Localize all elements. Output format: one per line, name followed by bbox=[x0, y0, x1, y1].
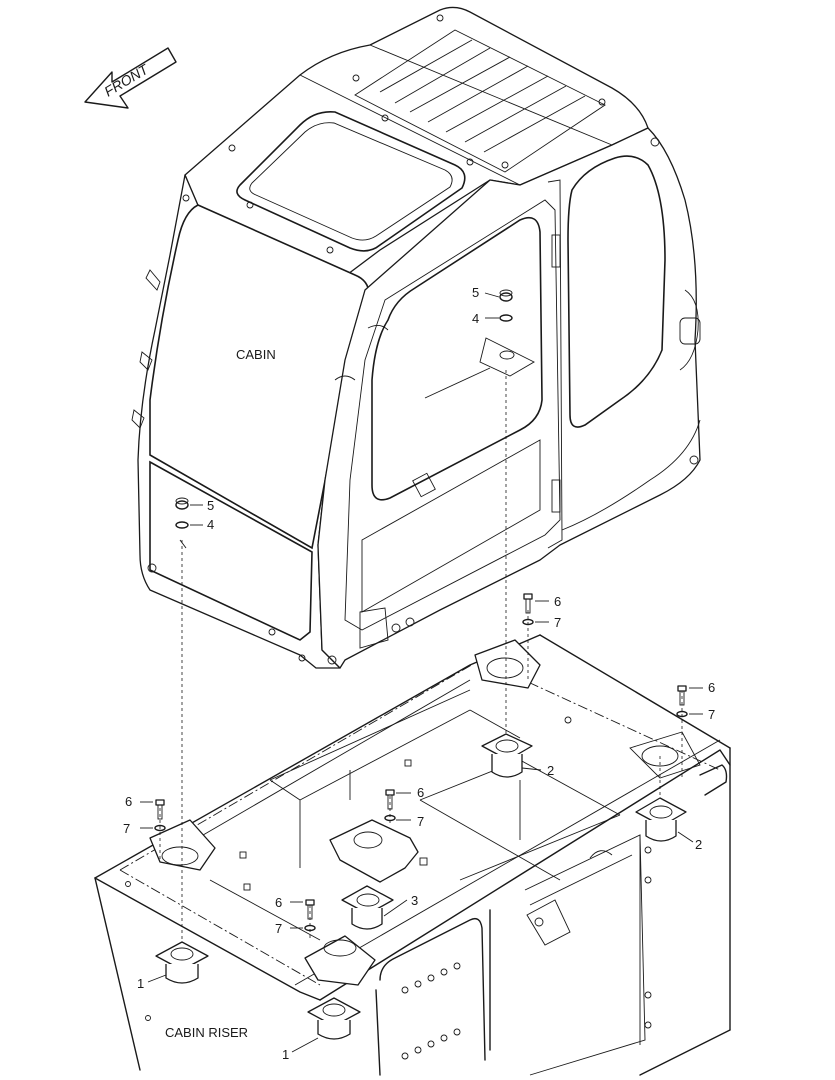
side-door bbox=[344, 199, 561, 649]
item-callouts: 5 4 5 4 6 7 6 7 2 6 7 6 7 2 6 7 3 1 1 bbox=[123, 285, 715, 1062]
callout-6-rear: 6 bbox=[554, 594, 561, 609]
callout-1-front: 1 bbox=[282, 1047, 289, 1062]
riser-pad-front bbox=[304, 935, 376, 986]
callout-3-center: 3 bbox=[411, 893, 418, 908]
cabin-riser bbox=[94, 634, 731, 1076]
leader-lines bbox=[140, 600, 703, 1053]
roof-slats bbox=[354, 29, 606, 173]
callout-2-rear: 2 bbox=[547, 763, 554, 778]
front-arrow-label: FRONT bbox=[101, 60, 152, 99]
mount-1-front bbox=[307, 997, 361, 1040]
mount-2-rear bbox=[481, 733, 533, 778]
mount-1-left bbox=[155, 941, 209, 984]
roof-skylight bbox=[236, 110, 466, 252]
riser-center-bracket bbox=[329, 819, 419, 883]
bolt-washer-set-a bbox=[522, 593, 534, 626]
callout-6-center: 6 bbox=[417, 785, 424, 800]
callout-7-center: 7 bbox=[417, 814, 424, 829]
cabin-mount-hardware-right bbox=[424, 289, 535, 399]
cabin-riser-label: CABIN RISER bbox=[165, 1025, 248, 1040]
riser-pad-front-left bbox=[149, 819, 216, 871]
lower-front-window bbox=[149, 460, 313, 641]
handrails bbox=[375, 764, 728, 1076]
bolt-washer-set-b bbox=[676, 685, 688, 718]
cabin-mount-hardware-left bbox=[175, 497, 203, 549]
roof-fasteners bbox=[182, 14, 606, 254]
bolt-washer-set-d bbox=[384, 789, 396, 822]
callout-7-front: 7 bbox=[275, 921, 282, 936]
riser-pad-right bbox=[629, 731, 701, 779]
callout-1-left: 1 bbox=[137, 976, 144, 991]
cabin bbox=[131, 6, 701, 669]
mount-3-center bbox=[341, 885, 394, 930]
callout-6-front: 6 bbox=[275, 895, 282, 910]
bolt-washer-set-e bbox=[304, 899, 316, 932]
callout-4-front: 4 bbox=[207, 517, 214, 532]
callout-6-left: 6 bbox=[125, 794, 132, 809]
callout-7-right: 7 bbox=[708, 707, 715, 722]
door-window bbox=[371, 216, 543, 501]
riser-bolt-rows bbox=[401, 846, 652, 1060]
bolt-washer-set-c bbox=[154, 799, 166, 832]
mount-2-right bbox=[635, 797, 687, 842]
callout-5-front: 5 bbox=[207, 498, 214, 513]
alignment-lines bbox=[159, 370, 683, 948]
riser-pad-rear bbox=[474, 639, 541, 689]
callout-5-door: 5 bbox=[472, 285, 479, 300]
callout-4-door: 4 bbox=[472, 311, 479, 326]
cabin-label: CABIN bbox=[236, 347, 276, 362]
callout-2-right: 2 bbox=[695, 837, 702, 852]
front-arrow-icon: FRONT bbox=[84, 47, 177, 109]
rear-side-window bbox=[567, 155, 666, 428]
callout-7-left: 7 bbox=[123, 821, 130, 836]
callout-7-rear: 7 bbox=[554, 615, 561, 630]
callout-6-right: 6 bbox=[708, 680, 715, 695]
